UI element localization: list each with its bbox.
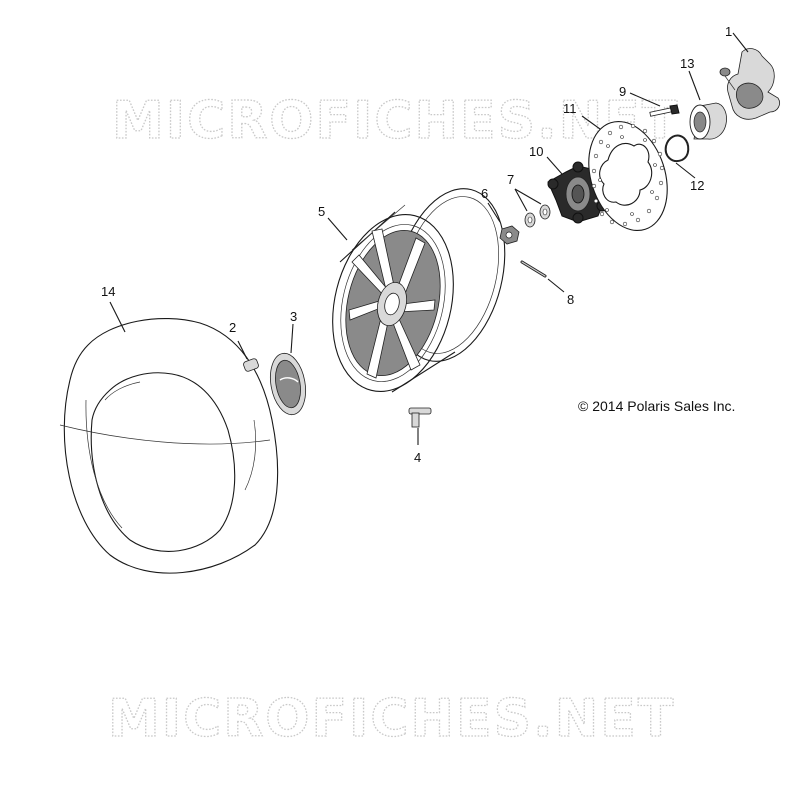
valve-stem-part[interactable] [237, 340, 259, 372]
wheel-rim-part[interactable] [315, 177, 522, 404]
callout-4: 4 [414, 450, 421, 465]
center-cap-part[interactable] [266, 323, 310, 417]
watermark-top: MICROFICHES.NET [112, 91, 679, 151]
callout-3: 3 [290, 309, 297, 324]
callout-6: 6 [481, 186, 488, 201]
washer-part[interactable] [514, 188, 551, 228]
callout-1: 1 [725, 24, 732, 39]
callout-2: 2 [229, 320, 236, 335]
lug-nut-part[interactable] [487, 202, 520, 245]
callout-5: 5 [318, 204, 325, 219]
brake-disc-part[interactable] [576, 111, 681, 240]
copyright-text: © 2014 Polaris Sales Inc. [578, 398, 735, 414]
callout-8: 8 [567, 292, 574, 307]
callout-14: 14 [101, 284, 115, 299]
knuckle-part[interactable] [719, 32, 780, 120]
callout-13: 13 [680, 56, 694, 71]
callout-7: 7 [507, 172, 514, 187]
bearing-part[interactable] [688, 70, 727, 140]
lug-bolt-part[interactable] [408, 407, 432, 445]
bolt-part[interactable] [629, 92, 680, 117]
watermark-bottom: MICROFICHES.NET [108, 689, 675, 749]
cotter-pin-part[interactable] [520, 260, 565, 293]
callout-11: 11 [563, 101, 577, 116]
callout-9: 9 [619, 84, 626, 99]
callout-10: 10 [529, 144, 543, 159]
tire-part[interactable] [59, 318, 279, 574]
callout-12: 12 [690, 178, 704, 193]
snap-ring-part[interactable] [664, 134, 696, 179]
